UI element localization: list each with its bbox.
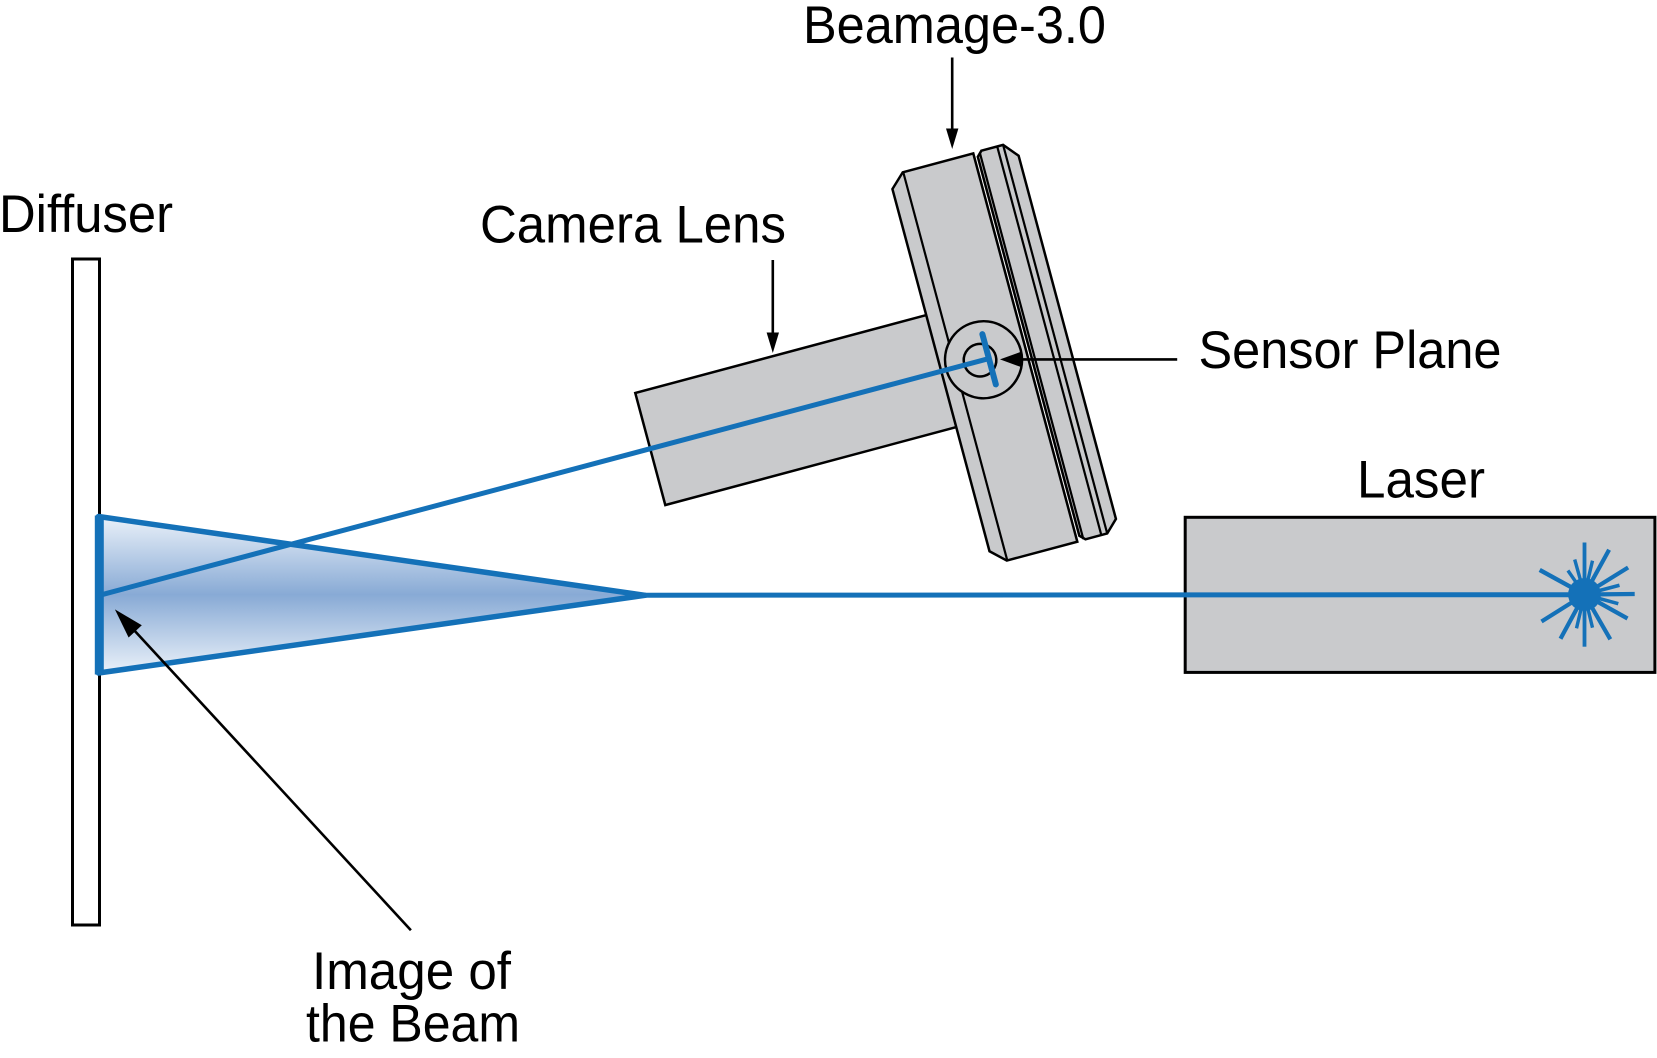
svg-text:Camera Lens: Camera Lens bbox=[480, 196, 786, 255]
svg-text:Laser: Laser bbox=[1357, 450, 1485, 509]
svg-text:Beamage-3.0: Beamage-3.0 bbox=[803, 0, 1106, 55]
svg-text:Image of: Image of bbox=[312, 942, 511, 1001]
svg-text:Sensor Plane: Sensor Plane bbox=[1199, 321, 1502, 380]
svg-text:Diffuser: Diffuser bbox=[0, 185, 173, 244]
svg-text:the Beam: the Beam bbox=[306, 995, 520, 1054]
